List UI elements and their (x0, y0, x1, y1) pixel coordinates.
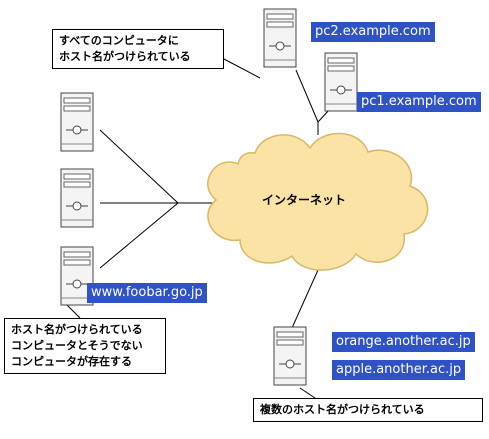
host-label-orange: orange.another.ac.jp (332, 332, 475, 352)
link-cloud-bottom (291, 269, 319, 329)
server-icon (60, 168, 94, 228)
callout-multiple: 複数のホスト名がつけられている (253, 398, 483, 422)
callout-mixed: ホスト名がつけられている コンピュータとそうでない コンピュータが存在する (4, 318, 166, 374)
link-pc2-branch (295, 69, 319, 123)
callout-line: コンピュータが存在する (11, 355, 132, 368)
host-label-pc2: pc2.example.com (311, 22, 435, 42)
host-label-www: www.foobar.go.jp (87, 283, 207, 303)
callout-pointer-multiple (299, 387, 316, 399)
callout-line: 複数のホスト名がつけられている (260, 403, 425, 416)
cloud-label: インターネット (261, 193, 346, 207)
callout-all-named: すべてのコンピュータに ホスト名がつけられている (52, 29, 224, 69)
callout-line: すべてのコンピュータに (59, 34, 179, 47)
server-icon (60, 92, 94, 152)
callout-pointer-all-named (221, 57, 261, 79)
callout-line: ホスト名がつけられている (59, 50, 191, 63)
link-left-top (99, 129, 179, 204)
server-icon (273, 326, 307, 386)
host-label-apple: apple.another.ac.jp (332, 360, 466, 380)
server-icon (324, 52, 358, 112)
callout-line: コンピュータとそうでない (11, 339, 143, 352)
callout-line: ホスト名がつけられている (11, 323, 143, 336)
internet-cloud (207, 132, 429, 271)
host-label-pc1: pc1.example.com (357, 92, 481, 112)
server-icon (263, 8, 297, 68)
link-left-bottom (99, 202, 179, 269)
